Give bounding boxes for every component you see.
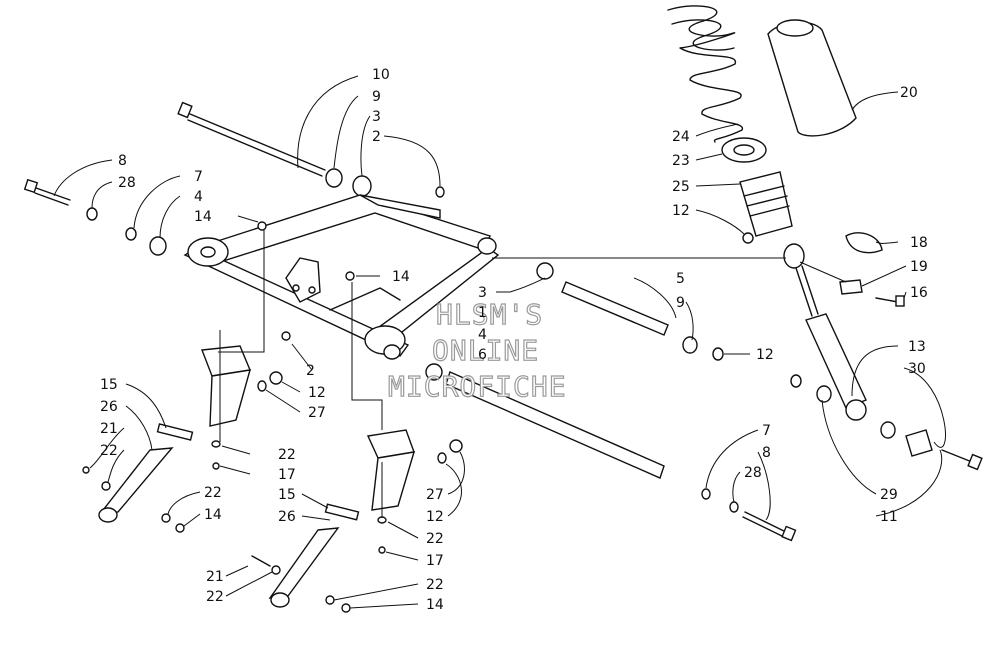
callout-6: 6 — [478, 347, 487, 363]
callout-26: 26 — [278, 509, 296, 525]
callout-4: 4 — [478, 327, 487, 343]
spring-seat-part — [721, 137, 767, 163]
callout-28: 28 — [744, 465, 762, 481]
callout-12: 12 — [308, 385, 326, 401]
callout-8: 8 — [118, 153, 127, 169]
watermark-line-1: HLSM'S — [436, 298, 543, 331]
top-bushings-part — [325, 168, 445, 198]
callout-3: 3 — [478, 285, 487, 301]
dust-boot-part — [767, 19, 857, 137]
callout-7: 7 — [762, 423, 771, 439]
bump-stop-part — [739, 171, 793, 244]
callout-7: 7 — [194, 169, 203, 185]
callout-27: 27 — [308, 405, 326, 421]
callout-15: 15 — [100, 377, 118, 393]
callout-8: 8 — [762, 445, 771, 461]
callout-20: 20 — [900, 85, 918, 101]
callout-12: 12 — [756, 347, 774, 363]
callout-18: 18 — [910, 235, 928, 251]
callout-17: 17 — [278, 467, 296, 483]
callout-5: 5 — [676, 271, 685, 287]
callout-14: 14 — [204, 507, 222, 523]
callout-22: 22 — [278, 447, 296, 463]
callout-14: 14 — [392, 269, 410, 285]
callout-14: 14 — [194, 209, 212, 225]
callout-27: 27 — [426, 487, 444, 503]
callout-9: 9 — [372, 89, 381, 105]
callout-12: 12 — [426, 509, 444, 525]
callout-22: 22 — [100, 443, 118, 459]
callout-25: 25 — [672, 179, 690, 195]
callout-19: 19 — [910, 259, 928, 275]
callout-11: 11 — [880, 509, 898, 525]
left-bolt-part — [23, 178, 167, 256]
callout-9: 9 — [676, 295, 685, 311]
spring-part — [667, 5, 743, 143]
shock-absorber-part — [783, 243, 867, 421]
callout-labels: 10 9 3 2 8 28 7 4 14 14 3 1 4 6 2 12 27 … — [100, 67, 928, 613]
right-bolt-part — [701, 488, 797, 542]
callout-2: 2 — [306, 363, 315, 379]
arm-hardware-part — [257, 221, 355, 341]
callout-4: 4 — [194, 189, 203, 205]
callout-30: 30 — [908, 361, 926, 377]
callout-13: 13 — [908, 339, 926, 355]
callout-21: 21 — [206, 569, 224, 585]
watermark: HLSM'S ONLINE MICROFICHE — [387, 297, 567, 403]
shafts-part — [425, 262, 724, 479]
callout-3: 3 — [372, 109, 381, 125]
assembly-guide-lines — [218, 230, 847, 518]
upper-mount-part — [839, 232, 905, 307]
callout-16: 16 — [910, 285, 928, 301]
lower-mount-part — [880, 421, 983, 471]
callout-21: 21 — [100, 421, 118, 437]
callout-1: 1 — [478, 305, 487, 321]
callout-12: 12 — [672, 203, 690, 219]
callout-15: 15 — [278, 487, 296, 503]
leader-lines — [53, 75, 946, 609]
parts-drawing — [23, 5, 983, 613]
callout-2: 2 — [372, 129, 381, 145]
callout-17: 17 — [426, 553, 444, 569]
left-footrest-part — [82, 345, 283, 533]
watermark-line-3: MICROFICHE — [388, 370, 567, 403]
callout-22: 22 — [426, 577, 444, 593]
callout-22: 22 — [204, 485, 222, 501]
callout-14: 14 — [426, 597, 444, 613]
callout-24: 24 — [672, 129, 690, 145]
callout-29: 29 — [880, 487, 898, 503]
callout-26: 26 — [100, 399, 118, 415]
callout-10: 10 — [372, 67, 390, 83]
callout-22: 22 — [426, 531, 444, 547]
long-bolt-part — [177, 101, 326, 177]
watermark-line-2: ONLINE — [432, 334, 539, 367]
callout-28: 28 — [118, 175, 136, 191]
callout-23: 23 — [672, 153, 690, 169]
callout-22: 22 — [206, 589, 224, 605]
